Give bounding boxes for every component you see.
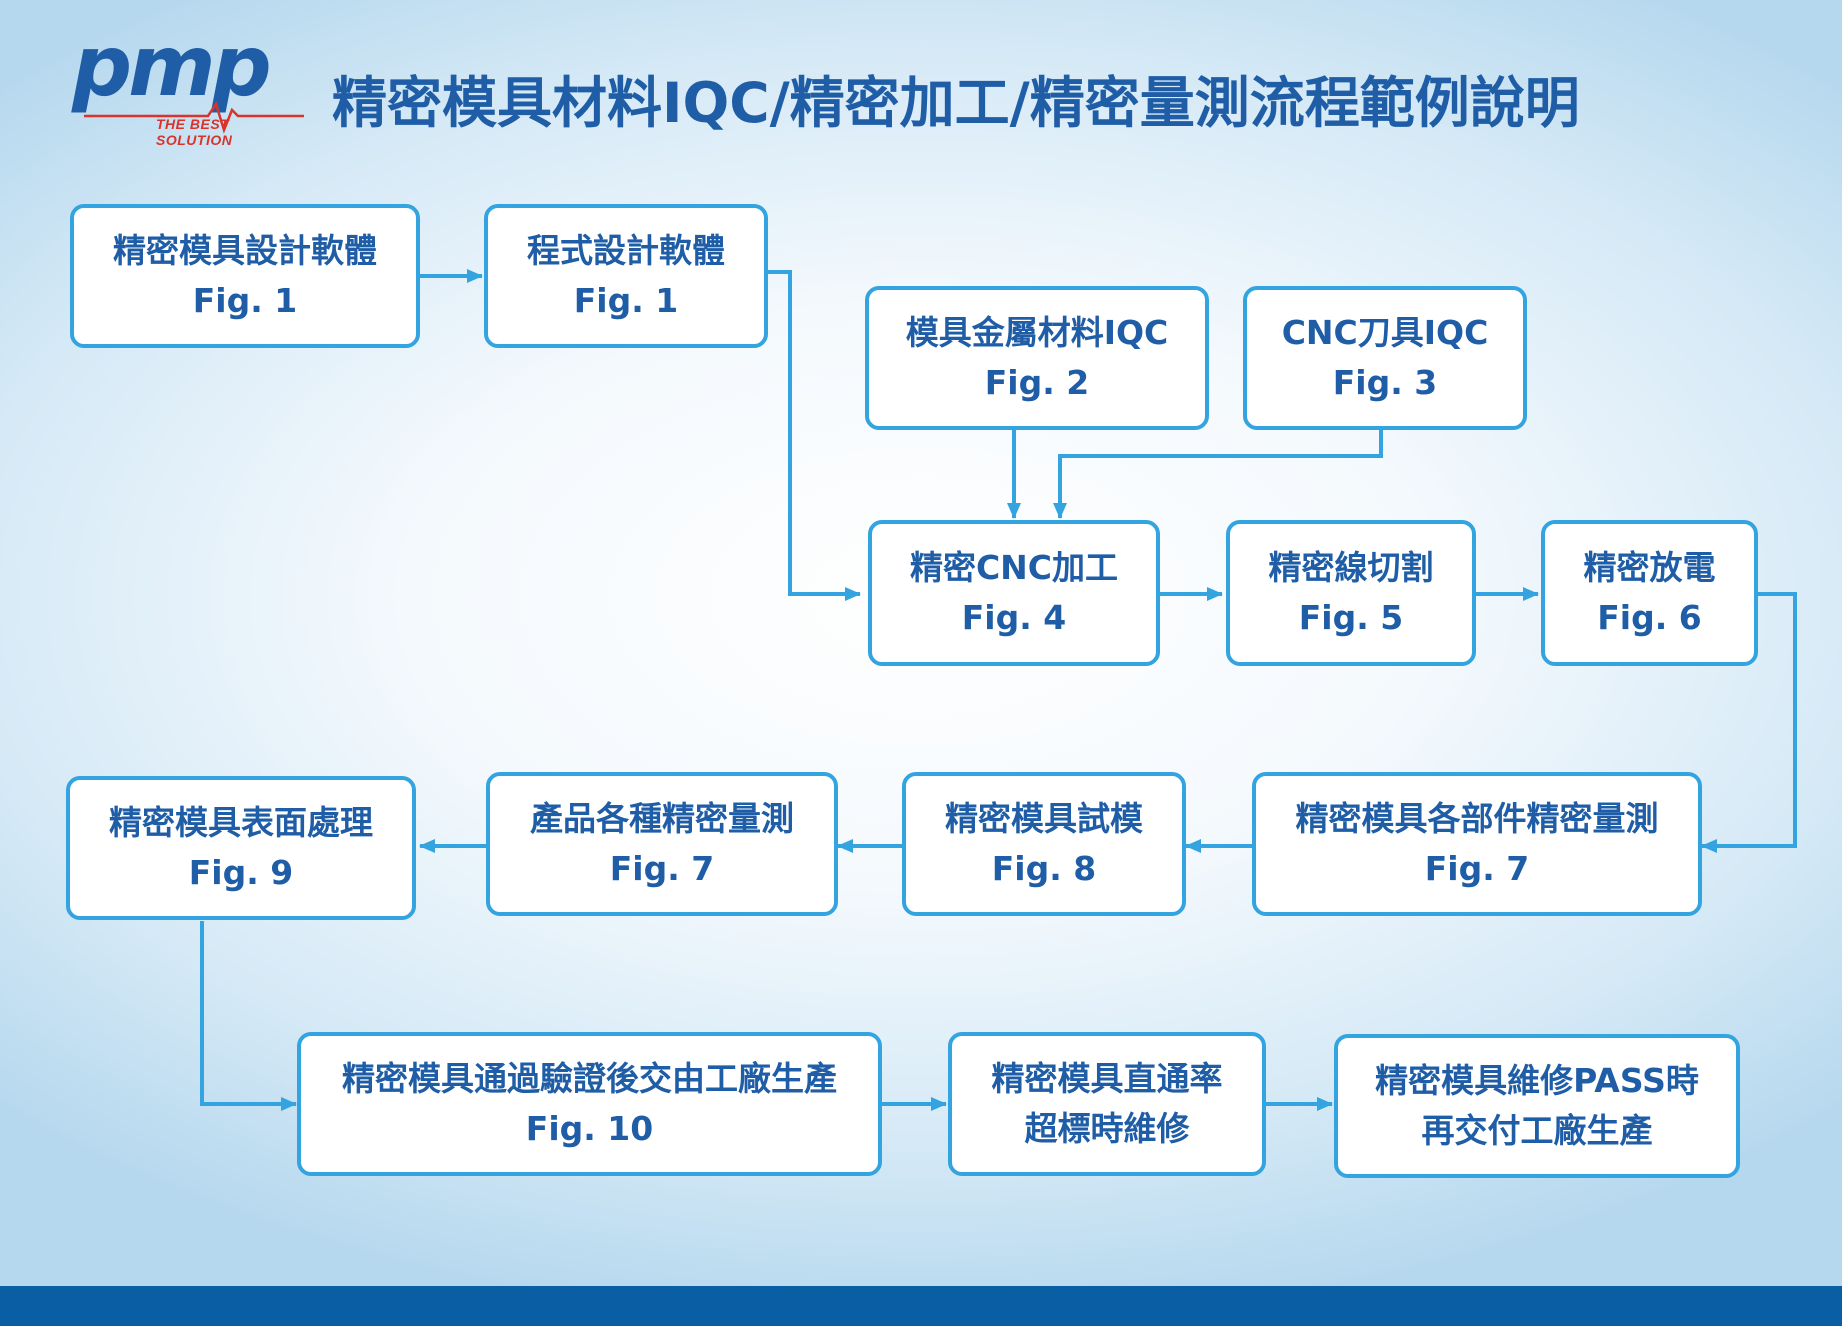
pmp-logo: pmp THE BEST SOLUTION <box>68 24 308 148</box>
arrow-n7-n8 <box>1701 592 1797 853</box>
node-figure-ref: Fig. 10 <box>525 1109 654 1148</box>
node-figure-ref: Fig. 5 <box>1298 598 1404 637</box>
flow-node-verified-production: 精密模具通過驗證後交由工廠生產 Fig. 10 <box>297 1032 882 1176</box>
logo-wordmark: pmp <box>72 17 272 115</box>
node-figure-ref: Fig. 2 <box>984 363 1090 402</box>
node-label: 精密模具維修PASS時 <box>1375 1061 1699 1100</box>
node-label: 程式設計軟體 <box>527 231 725 270</box>
node-sub-label: 再交付工廠生產 <box>1421 1111 1653 1150</box>
node-figure-ref: Fig. 8 <box>991 849 1097 888</box>
node-label: 精密CNC加工 <box>909 548 1119 587</box>
flow-node-part-measurement: 精密模具各部件精密量測 Fig. 7 <box>1252 772 1702 916</box>
node-label: CNC刀具IQC <box>1281 313 1489 352</box>
node-label: 模具金屬材料IQC <box>905 313 1169 352</box>
logo-pulse-line-icon <box>84 101 304 134</box>
flow-node-repair-pass: 精密模具維修PASS時 再交付工廠生產 <box>1334 1034 1740 1178</box>
node-figure-ref: Fig. 6 <box>1597 598 1702 637</box>
node-label: 精密模具設計軟體 <box>113 231 377 270</box>
arrow-n11-n12 <box>200 921 297 1111</box>
node-figure-ref: Fig. 4 <box>961 598 1067 637</box>
page-title: 精密模具材料IQC/精密加工/精密量測流程範例說明 <box>332 71 1580 135</box>
node-label: 精密模具試模 <box>945 799 1143 838</box>
node-figure-ref: Fig. 1 <box>192 281 298 320</box>
node-figure-ref: Fig. 9 <box>188 853 294 892</box>
arrow-n2-n5 <box>766 270 861 601</box>
arrow-n4-n5 <box>1053 430 1383 519</box>
flow-node-metal-material-iqc: 模具金屬材料IQC Fig. 2 <box>865 286 1209 430</box>
flow-node-mold-design-software: 精密模具設計軟體 Fig. 1 <box>70 204 420 348</box>
node-figure-ref: Fig. 1 <box>573 281 679 320</box>
node-label: 精密模具通過驗證後交由工廠生產 <box>342 1059 837 1098</box>
flow-node-wire-cutting: 精密線切割 Fig. 5 <box>1226 520 1476 666</box>
node-sub-label: 超標時維修 <box>1024 1109 1190 1148</box>
flow-node-product-measurement: 產品各種精密量測 Fig. 7 <box>486 772 838 916</box>
node-label: 精密模具表面處理 <box>109 803 373 842</box>
node-label: 產品各種精密量測 <box>530 799 794 838</box>
flow-node-surface-treatment: 精密模具表面處理 Fig. 9 <box>66 776 416 920</box>
flow-node-edm: 精密放電 Fig. 6 <box>1541 520 1758 666</box>
flow-node-mold-trial: 精密模具試模 Fig. 8 <box>902 772 1186 916</box>
logo-tagline: THE BEST SOLUTION <box>156 116 233 148</box>
node-label: 精密放電 <box>1583 548 1716 587</box>
node-label: 精密線切割 <box>1268 548 1434 587</box>
flow-node-cnc-tool-iqc: CNC刀具IQC Fig. 3 <box>1243 286 1527 430</box>
flow-node-program-design-software: 程式設計軟體 Fig. 1 <box>484 204 768 348</box>
bottom-bar <box>0 1286 1842 1326</box>
node-figure-ref: Fig. 7 <box>1424 849 1530 888</box>
flow-node-precision-cnc: 精密CNC加工 Fig. 4 <box>868 520 1160 666</box>
node-label: 精密模具各部件精密量測 <box>1295 799 1659 838</box>
node-label: 精密模具直通率 <box>991 1059 1223 1098</box>
node-figure-ref: Fig. 3 <box>1332 363 1438 402</box>
node-figure-ref: Fig. 7 <box>609 849 715 888</box>
flow-node-yield-repair: 精密模具直通率 超標時維修 <box>948 1032 1266 1176</box>
